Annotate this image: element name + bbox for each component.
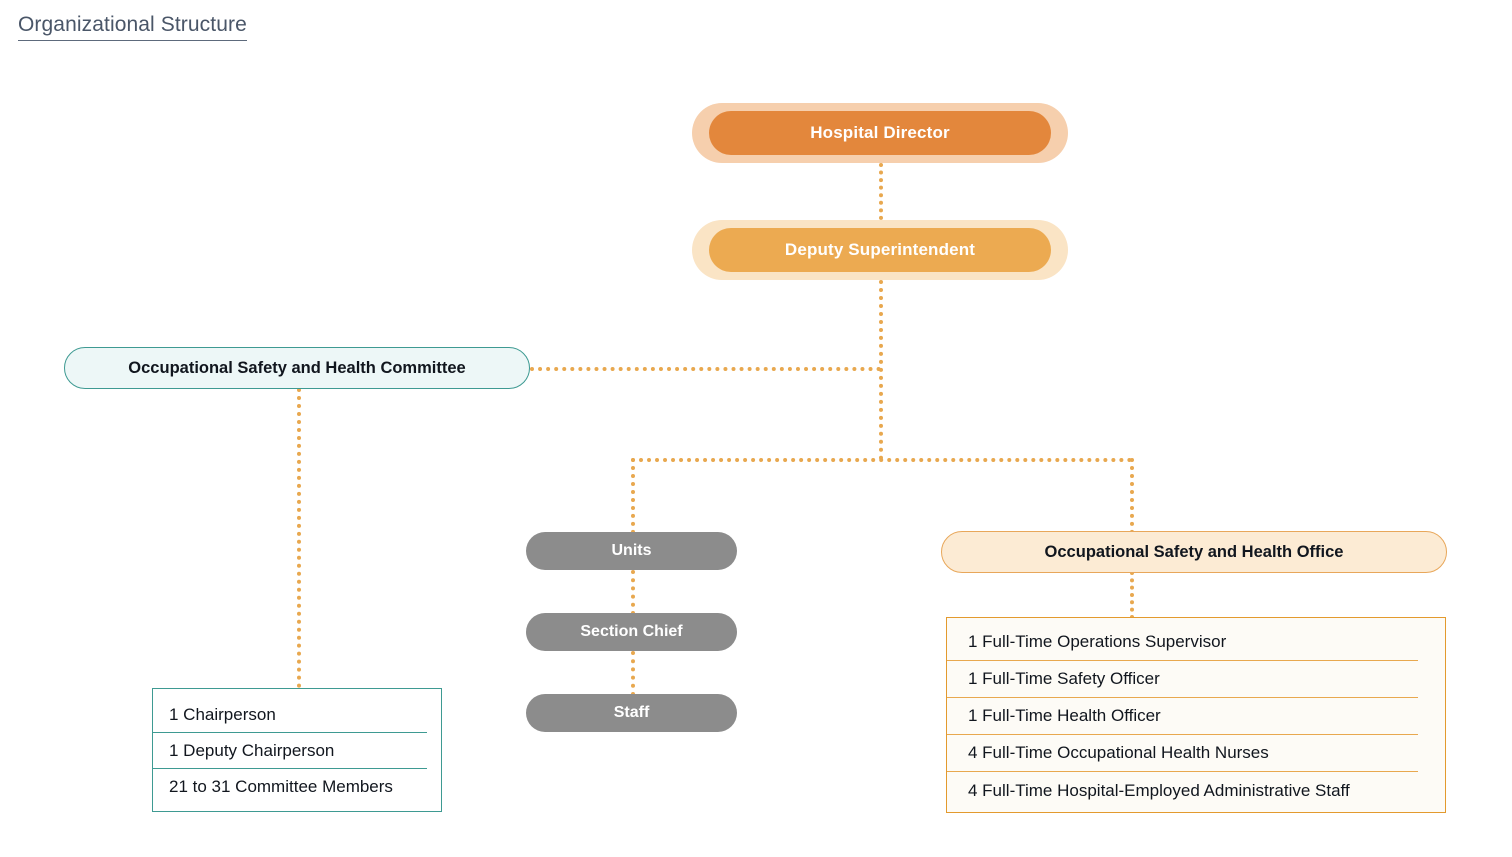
connector-branch-to-units — [631, 458, 635, 534]
committee-members-list: 1 Chairperson 1 Deputy Chairperson 21 to… — [152, 688, 442, 812]
node-hospital-director-label: Hospital Director — [709, 111, 1051, 155]
list-item: 1 Full-Time Health Officer — [947, 698, 1418, 735]
connector-committee-to-trunk — [530, 367, 881, 371]
list-item: 1 Full-Time Safety Officer — [947, 661, 1418, 698]
list-item: 1 Deputy Chairperson — [153, 733, 427, 769]
node-hospital-director[interactable]: Hospital Director — [692, 103, 1068, 163]
connector-branch-to-office — [1130, 458, 1134, 534]
node-units[interactable]: Units — [526, 532, 737, 570]
connector-office-to-staff-list — [1130, 571, 1134, 619]
node-deputy-superintendent-label: Deputy Superintendent — [709, 228, 1051, 272]
page-title: Organizational Structure — [18, 13, 247, 41]
list-item: 21 to 31 Committee Members — [169, 777, 393, 796]
connector-section-chief-to-staff — [631, 651, 635, 696]
node-occupational-safety-health-office[interactable]: Occupational Safety and Health Office — [941, 531, 1447, 573]
list-item: 1 Chairperson — [153, 697, 427, 733]
list-item: 4 Full-Time Occupational Health Nurses — [947, 735, 1418, 772]
connector-committee-to-members — [297, 388, 301, 688]
list-item: 1 Full-Time Operations Supervisor — [947, 624, 1418, 661]
connector-branch-bar — [631, 458, 1132, 462]
node-occupational-safety-health-committee[interactable]: Occupational Safety and Health Committee — [64, 347, 530, 389]
office-staff-list: 1 Full-Time Operations Supervisor 1 Full… — [946, 617, 1446, 813]
connector-director-to-deputy — [879, 163, 883, 220]
node-deputy-superintendent[interactable]: Deputy Superintendent — [692, 220, 1068, 280]
connector-deputy-trunk — [879, 280, 883, 460]
connector-units-to-section-chief — [631, 570, 635, 615]
node-section-chief[interactable]: Section Chief — [526, 613, 737, 651]
list-item: 4 Full-Time Hospital-Employed Administra… — [968, 780, 1350, 800]
node-staff[interactable]: Staff — [526, 694, 737, 732]
